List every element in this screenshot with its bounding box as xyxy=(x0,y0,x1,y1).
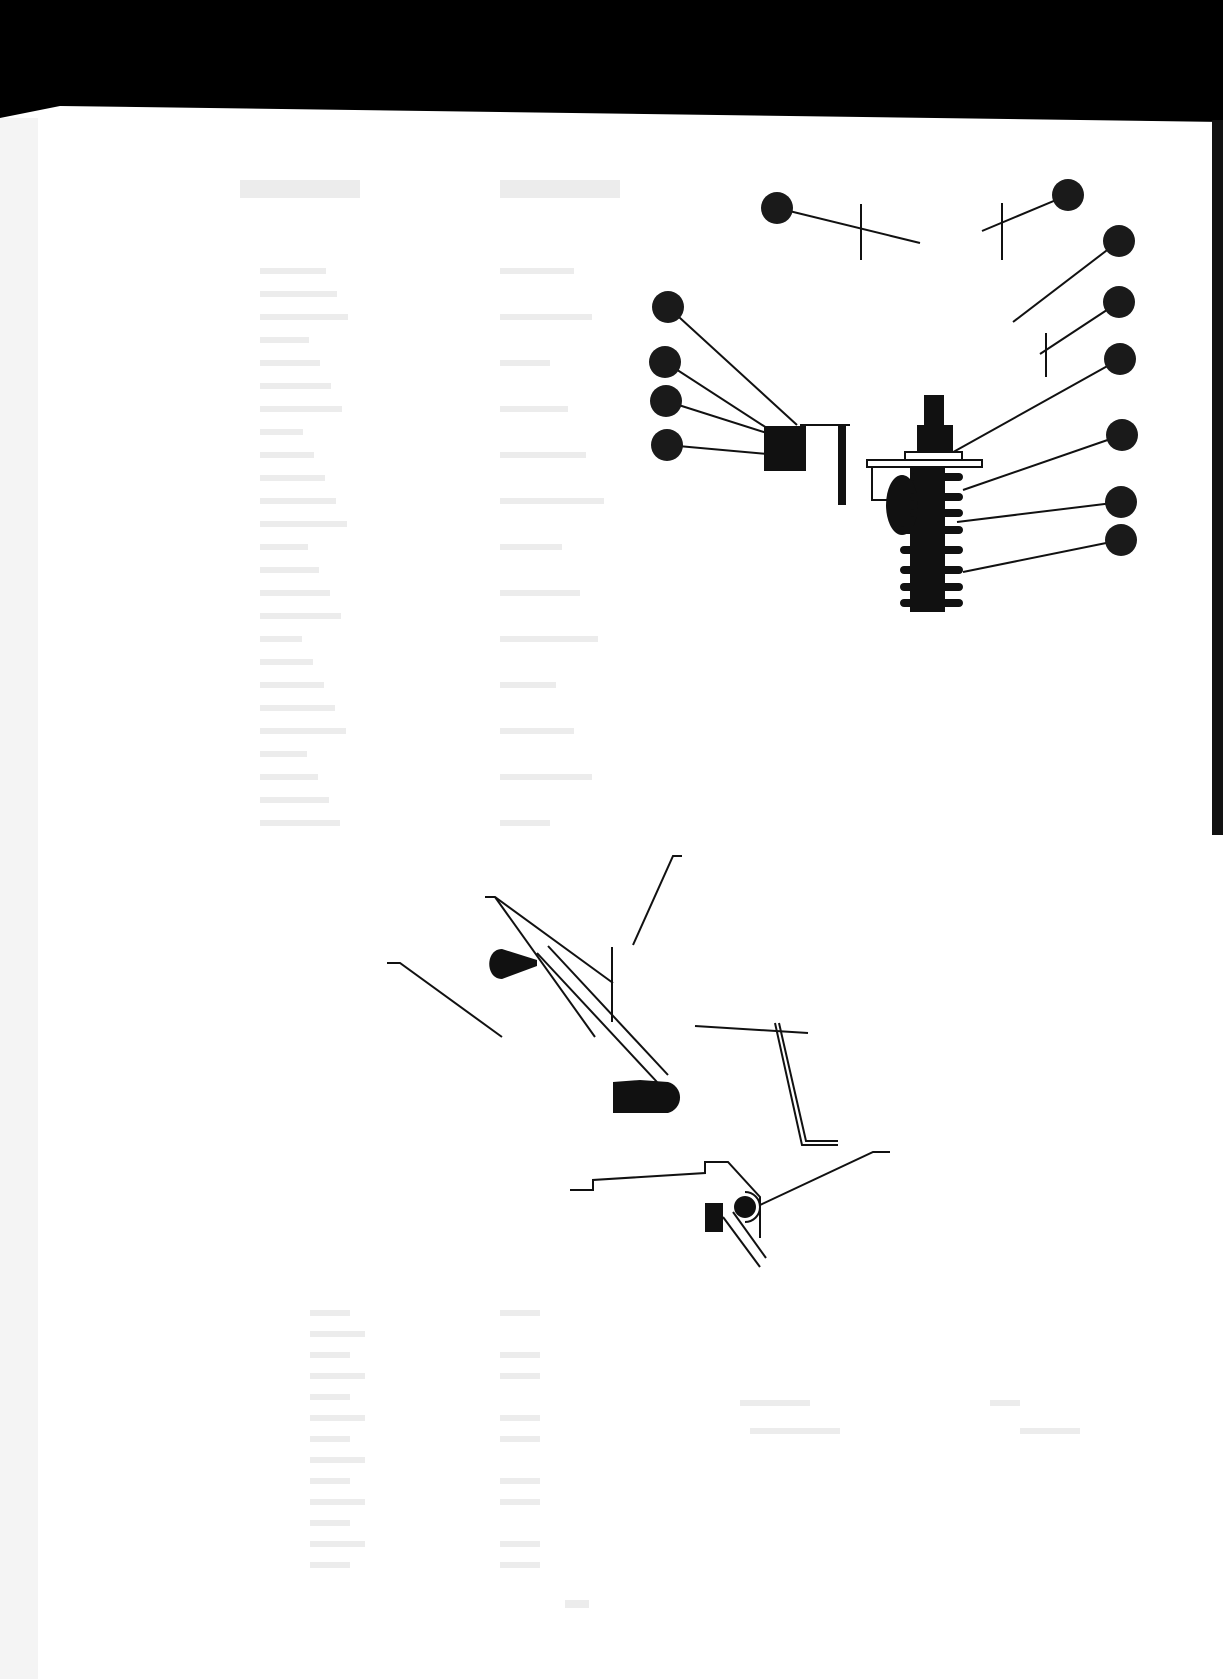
faded-text-line xyxy=(260,291,337,297)
faded-text-line xyxy=(500,1352,540,1358)
faded-text-line xyxy=(260,406,342,412)
insulator-rib xyxy=(900,546,963,554)
faded-text-line xyxy=(260,383,331,389)
faded-text-line xyxy=(500,590,580,596)
faded-text-line xyxy=(260,452,314,458)
faded-text-line xyxy=(260,429,303,435)
faded-text-line xyxy=(500,820,550,826)
upper-diagram-insulator-assembly xyxy=(664,194,1123,612)
callout-balloon xyxy=(651,429,683,461)
faded-text-line xyxy=(310,1457,365,1463)
insulator-rib xyxy=(910,509,963,517)
faded-text-line xyxy=(500,774,592,780)
faded-text-line xyxy=(310,1331,365,1337)
insulator-rib xyxy=(900,583,963,591)
callout-balloon xyxy=(1103,286,1135,318)
faded-text-line xyxy=(310,1310,350,1316)
lower-diagram-section-view xyxy=(387,855,890,1268)
faded-text-line xyxy=(500,1310,540,1316)
faded-body-text xyxy=(240,180,1080,1608)
faded-text-line xyxy=(500,360,550,366)
callout-balloon xyxy=(1103,225,1135,257)
faded-text-line xyxy=(260,636,302,642)
faded-text-line xyxy=(565,1600,589,1608)
faded-text-line xyxy=(740,1400,810,1406)
callout-balloon xyxy=(1105,486,1137,518)
faded-text-line xyxy=(260,544,308,550)
faded-text-line xyxy=(260,751,307,757)
faded-text-line xyxy=(260,337,309,343)
callout-balloon xyxy=(649,346,681,378)
faded-text-line xyxy=(500,452,586,458)
faded-text-line xyxy=(500,1436,540,1442)
faded-text-line xyxy=(260,613,341,619)
faded-text-line xyxy=(260,567,319,573)
faded-text-line xyxy=(240,180,360,198)
faded-text-line xyxy=(500,1415,540,1421)
scan-top-border xyxy=(0,0,1223,122)
faded-text-line xyxy=(260,820,340,826)
insulator-rib xyxy=(900,566,963,574)
scan-right-edge xyxy=(1212,120,1223,835)
faded-text-line xyxy=(500,544,562,550)
faded-text-line xyxy=(310,1415,365,1421)
callout-balloon xyxy=(652,291,684,323)
insulator-rib xyxy=(900,526,963,534)
faded-text-line xyxy=(310,1478,350,1484)
callout-balloon xyxy=(1104,343,1136,375)
faded-text-line xyxy=(310,1352,350,1358)
callout-balloon xyxy=(1105,524,1137,556)
faded-text-line xyxy=(1020,1428,1080,1434)
faded-text-line xyxy=(260,521,347,527)
faded-text-line xyxy=(260,797,329,803)
faded-text-line xyxy=(990,1400,1020,1406)
faded-text-line xyxy=(500,180,620,198)
faded-text-line xyxy=(260,705,335,711)
faded-text-line xyxy=(310,1373,365,1379)
faded-text-line xyxy=(500,1499,540,1505)
faded-text-line xyxy=(500,1541,540,1547)
faded-text-line xyxy=(260,774,318,780)
faded-text-line xyxy=(500,268,574,274)
faded-text-line xyxy=(260,498,336,504)
faded-text-line xyxy=(500,728,574,734)
callout-balloon xyxy=(650,385,682,417)
faded-text-line xyxy=(260,475,325,481)
faded-text-line xyxy=(310,1394,350,1400)
faded-text-line xyxy=(310,1436,350,1442)
faded-text-line xyxy=(500,1562,540,1568)
faded-text-line xyxy=(260,360,320,366)
callout-balloons xyxy=(649,179,1138,556)
faded-text-line xyxy=(260,590,330,596)
faded-text-line xyxy=(750,1428,840,1434)
faded-text-line xyxy=(310,1562,350,1568)
insulator-rib xyxy=(900,599,963,607)
faded-text-line xyxy=(500,1478,540,1484)
callout-balloon xyxy=(1052,179,1084,211)
faded-text-line xyxy=(500,1373,540,1379)
scan-left-noise xyxy=(0,118,38,1679)
faded-text-line xyxy=(310,1541,365,1547)
faded-text-line xyxy=(500,636,598,642)
faded-text-line xyxy=(500,314,592,320)
faded-text-line xyxy=(310,1499,365,1505)
callout-balloon xyxy=(761,192,793,224)
faded-text-line xyxy=(260,728,346,734)
insulator-rib xyxy=(910,473,963,481)
faded-text-line xyxy=(260,314,348,320)
faded-text-line xyxy=(500,498,604,504)
faded-text-line xyxy=(500,682,556,688)
faded-text-line xyxy=(500,406,568,412)
insulator-rib xyxy=(910,493,963,501)
callout-balloon xyxy=(1106,419,1138,451)
faded-text-line xyxy=(310,1520,350,1526)
faded-text-line xyxy=(260,682,324,688)
faded-text-line xyxy=(260,268,326,274)
faded-text-line xyxy=(260,659,313,665)
